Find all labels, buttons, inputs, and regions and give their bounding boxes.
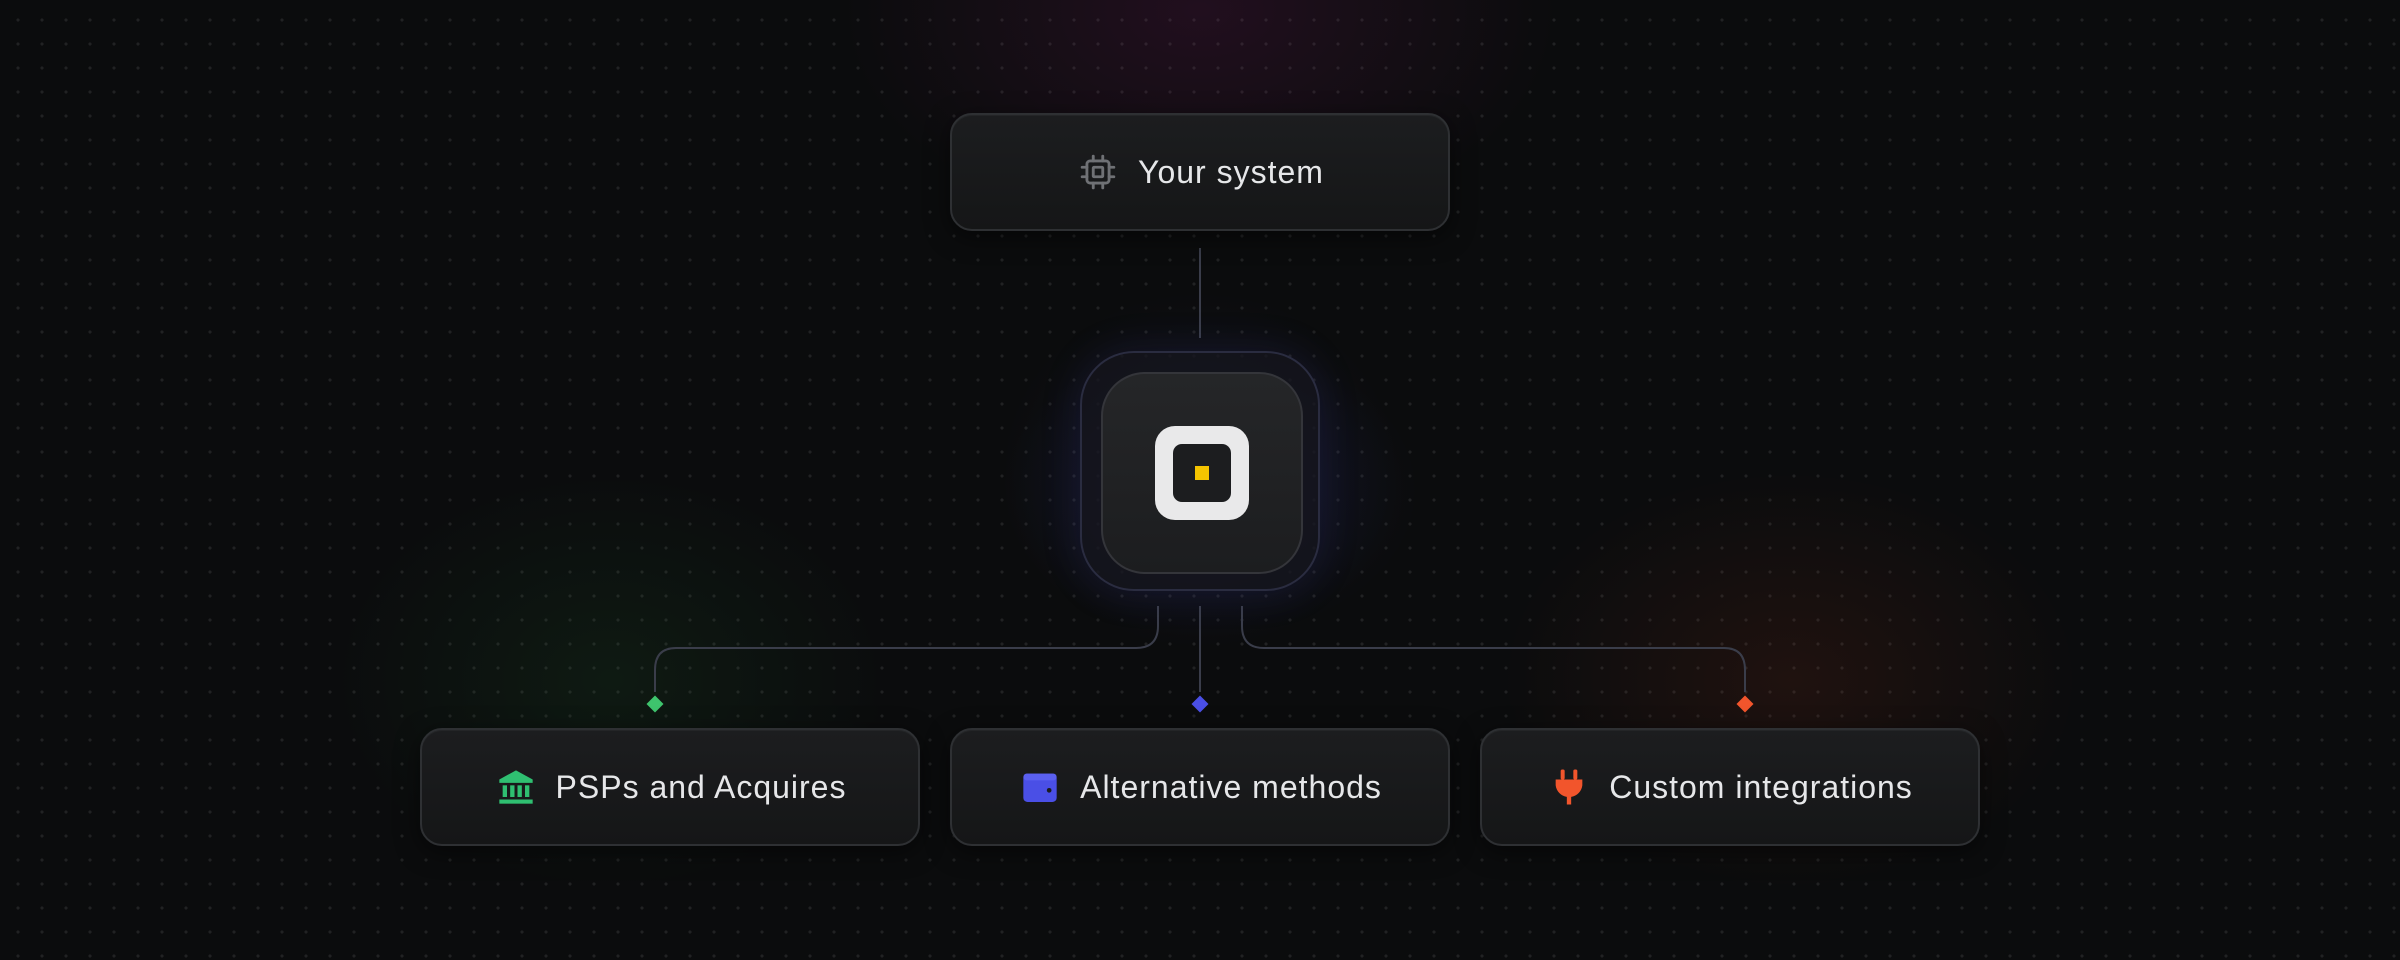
custom-integrations-node: Custom integrations (1480, 728, 1980, 846)
plug-icon (1547, 765, 1591, 809)
cpu-chip-icon (1076, 150, 1120, 194)
your-system-label: Your system (1138, 153, 1324, 190)
diamond-marker-orange (1736, 695, 1754, 713)
alternative-methods-node: Alternative methods (950, 728, 1450, 846)
hub-node (1080, 351, 1320, 591)
hub-inner (1101, 372, 1303, 574)
diamond-marker-blue (1191, 695, 1209, 713)
wallet-icon (1018, 765, 1062, 809)
your-system-node: Your system (950, 113, 1450, 231)
custom-integrations-label: Custom integrations (1609, 768, 1913, 805)
connector-psp (654, 606, 1159, 692)
connector-custom (1241, 606, 1746, 692)
psps-node: PSPs and Acquires (420, 728, 920, 846)
psps-label: PSPs and Acquires (555, 768, 847, 805)
diamond-marker-green (646, 695, 664, 713)
app-logo-icon (1155, 426, 1249, 520)
bank-icon (494, 765, 538, 809)
alternative-methods-label: Alternative methods (1080, 768, 1382, 805)
